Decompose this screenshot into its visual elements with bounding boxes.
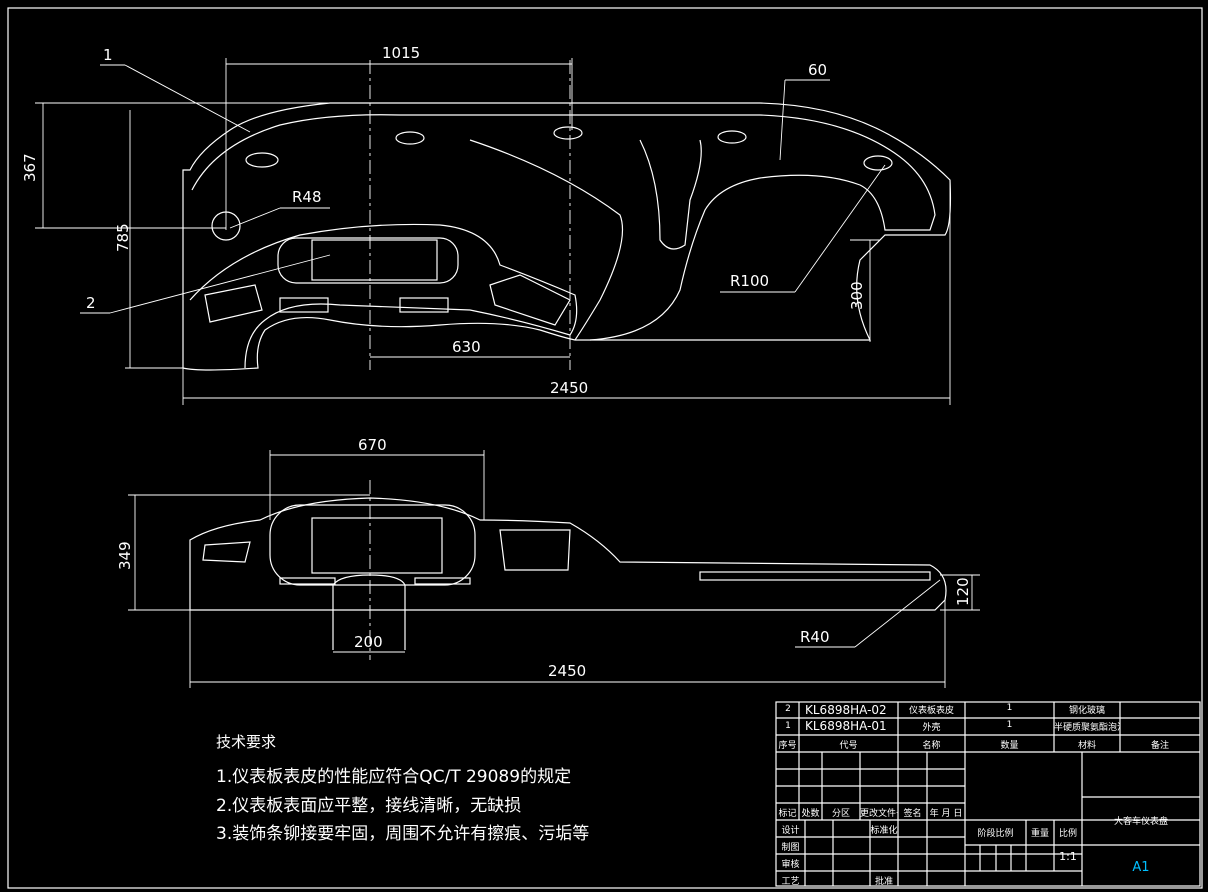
tech-req-item: 1.仪表板表皮的性能应符合QC/T 29089的规定 xyxy=(216,767,572,787)
rev-label: 分区 xyxy=(831,809,850,819)
dim-367: 367 xyxy=(21,153,39,182)
tech-req-item: 3.装饰条铆接要牢固，周围不允许有擦痕、污垢等 xyxy=(216,824,590,844)
part-no: 2 xyxy=(785,704,791,714)
stage-label: 阶段比例 xyxy=(977,829,1014,839)
part-name: 仪表板表皮 xyxy=(908,706,954,716)
scale-value: 1:1 xyxy=(1059,850,1077,863)
dim-349: 349 xyxy=(116,541,134,570)
tech-req-title: 技术要求 xyxy=(216,733,277,751)
dim-r48: R48 xyxy=(292,188,322,206)
header-code: 代号 xyxy=(839,741,858,751)
dim-r40: R40 xyxy=(800,628,830,646)
part-code: KL6898HA-02 xyxy=(805,703,887,717)
part-material: 半硬质聚氨酯泡沫 xyxy=(1054,723,1120,733)
drawing-border xyxy=(7,7,1203,889)
header-remark: 备注 xyxy=(1150,741,1169,751)
title-block-grid xyxy=(775,701,1201,887)
dim-200: 200 xyxy=(354,633,383,651)
rev-label: 处数 xyxy=(801,809,820,819)
dim-1015: 1015 xyxy=(382,44,420,62)
header-name: 名称 xyxy=(922,741,941,751)
scale-label: 比例 xyxy=(1058,829,1077,839)
part-no: 1 xyxy=(785,721,791,731)
part-name: 外壳 xyxy=(922,723,941,733)
dim-r100: R100 xyxy=(730,272,769,290)
drawing-title: 大客车仪表盘 xyxy=(1113,817,1168,827)
role-process: 工艺 xyxy=(781,877,800,887)
dim-785: 785 xyxy=(114,223,132,252)
top-view: 1015 367 785 1 R48 2 60 R100 300 630 245… xyxy=(21,44,952,405)
weight-label: 重量 xyxy=(1030,829,1049,839)
role-design: 设计 xyxy=(781,826,800,836)
dim-670: 670 xyxy=(358,436,387,454)
rev-label: 签名 xyxy=(903,809,922,819)
part-code: KL6898HA-01 xyxy=(805,719,887,733)
rev-label: 更改文件号 xyxy=(860,809,898,819)
rev-label: 标记 xyxy=(778,809,797,819)
role-review: 审核 xyxy=(781,860,800,870)
dim-630: 630 xyxy=(452,338,481,356)
dim-120: 120 xyxy=(954,577,972,606)
leader-2: 2 xyxy=(86,294,96,312)
header-no: 序号 xyxy=(778,741,797,751)
rev-label: 年 月 日 xyxy=(929,809,963,819)
role-standard: 标准化 xyxy=(870,826,898,836)
dim-2450-front: 2450 xyxy=(548,662,586,680)
front-view: 670 349 120 200 R40 2450 xyxy=(116,436,980,688)
part-qty: 1 xyxy=(1006,720,1013,730)
part-qty: 1 xyxy=(1006,703,1013,713)
header-qty: 数量 xyxy=(1000,741,1019,751)
tech-req-item: 2.仪表板表面应平整，接线清晰，无缺损 xyxy=(216,796,522,816)
role-approve: 批准 xyxy=(874,877,893,887)
dim-2450-top: 2450 xyxy=(550,379,588,397)
header-material: 材料 xyxy=(1077,741,1096,751)
part-material: 钢化玻璃 xyxy=(1068,706,1105,716)
sheet-size: A1 xyxy=(1132,860,1150,875)
leader-1: 1 xyxy=(103,46,113,64)
dim-300: 300 xyxy=(848,281,866,310)
dim-60: 60 xyxy=(808,61,827,79)
role-drawing: 制图 xyxy=(781,843,800,853)
